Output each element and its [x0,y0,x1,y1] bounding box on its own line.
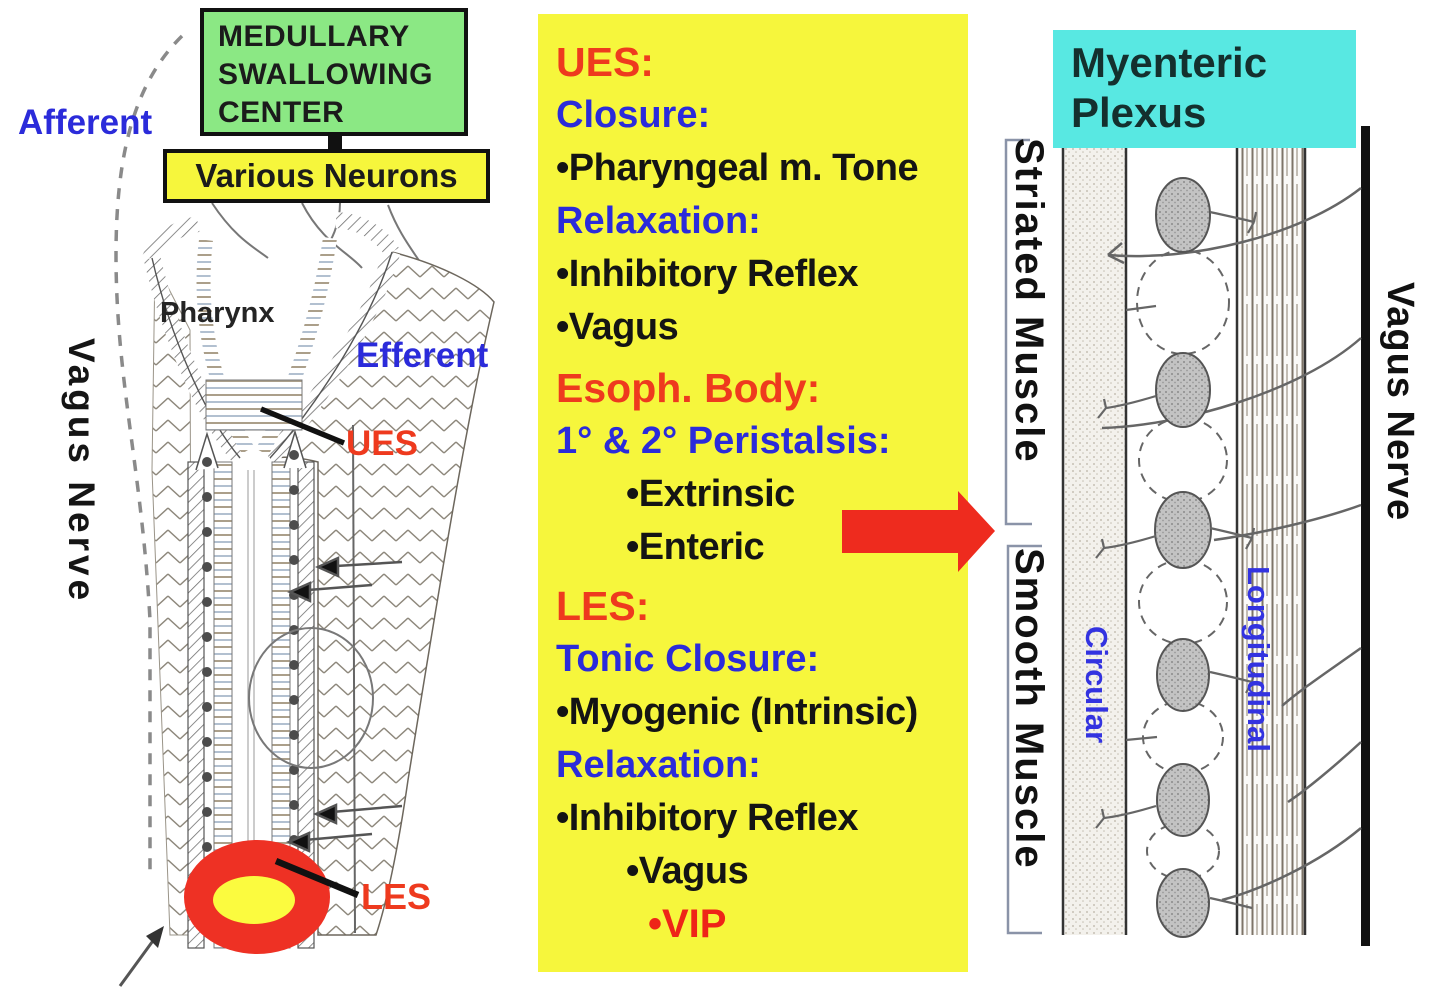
panel-line: •Enteric [626,526,765,568]
esophagus-drawing [114,34,495,987]
left-muscle-band [151,261,193,936]
panel-line: •Pharyngeal m. Tone [556,147,919,189]
circular-label: Circular [1079,626,1114,744]
panel-line: 1° & 2° Peristalsis: [556,420,891,462]
panel-line: Relaxation: [556,744,761,786]
panel-line: •VIP [648,902,727,946]
myenteric-line-2: Plexus [1071,89,1207,136]
les-label: LES [361,876,432,917]
les-marker [184,840,330,954]
myenteric-diagram [1004,126,1370,946]
ues-label: UES [346,424,418,463]
notes-panel: UES: Closure: •Pharyngeal m. Tone Relaxa… [538,14,968,972]
envelope-inner-line [352,424,356,934]
panel-line: LES: [556,583,650,629]
peristalsis-circle [248,627,374,769]
striated-muscle-label: Striated Muscle [1007,138,1051,464]
panel-line: Tonic Closure: [556,638,820,680]
panel-line: •Vagus [626,850,749,892]
panel-line: Esoph. Body: [556,365,821,411]
esophagus-left-wall [187,431,233,949]
panel-line: Closure: [556,94,711,136]
pharynx-label: Pharynx [160,297,275,329]
panel-line: •Myogenic (Intrinsic) [556,691,918,733]
vagus-nerve-left-label: Vagus Nerve [61,338,102,605]
wall-arrows [285,556,403,853]
medullary-line-2: SWALLOWING [218,58,433,91]
ues-pointer [259,406,346,446]
smooth-muscle-label: Smooth Muscle [1007,548,1051,870]
smooth-bracket [1006,544,1042,935]
longitudinal-muscle-layer [1237,148,1305,935]
afferent-dashed-path [114,34,184,878]
panel-line: •Inhibitory Reflex [556,797,859,839]
circular-muscle-layer [1063,148,1126,935]
les-input-arrow [118,926,164,987]
myenteric-plexus-box: Myenteric Plexus [1053,30,1356,148]
box-connector [328,134,342,151]
red-arrow-icon [842,491,995,572]
pharynx-bowl [142,212,401,464]
various-neurons-box: Various Neurons [163,149,490,203]
panel-line: UES: [556,39,654,85]
striated-bracket [1004,138,1032,526]
longitudinal-label: Longitudinal [1241,566,1276,752]
efferent-label: Efferent [356,336,489,375]
vagal-fibers [1101,187,1362,902]
panel-line: •Inhibitory Reflex [556,253,859,295]
myenteric-line-1: Myenteric [1071,39,1268,86]
panel-line: •Vagus [556,306,679,348]
afferent-label: Afferent [18,103,153,142]
medullary-line-3: CENTER [218,96,345,129]
medullary-swallowing-center-box: MEDULLARY SWALLOWING CENTER [200,8,468,136]
panel-line: •Extrinsic [626,473,795,515]
vagus-nerve-right-label: Vagus Nerve [1379,282,1421,522]
panel-line: Relaxation: [556,200,761,242]
ganglia-chain [1095,177,1258,938]
medullary-line-1: MEDULLARY [218,20,410,53]
vagus-trunk-line [1361,126,1370,946]
les-pointer [274,857,360,899]
